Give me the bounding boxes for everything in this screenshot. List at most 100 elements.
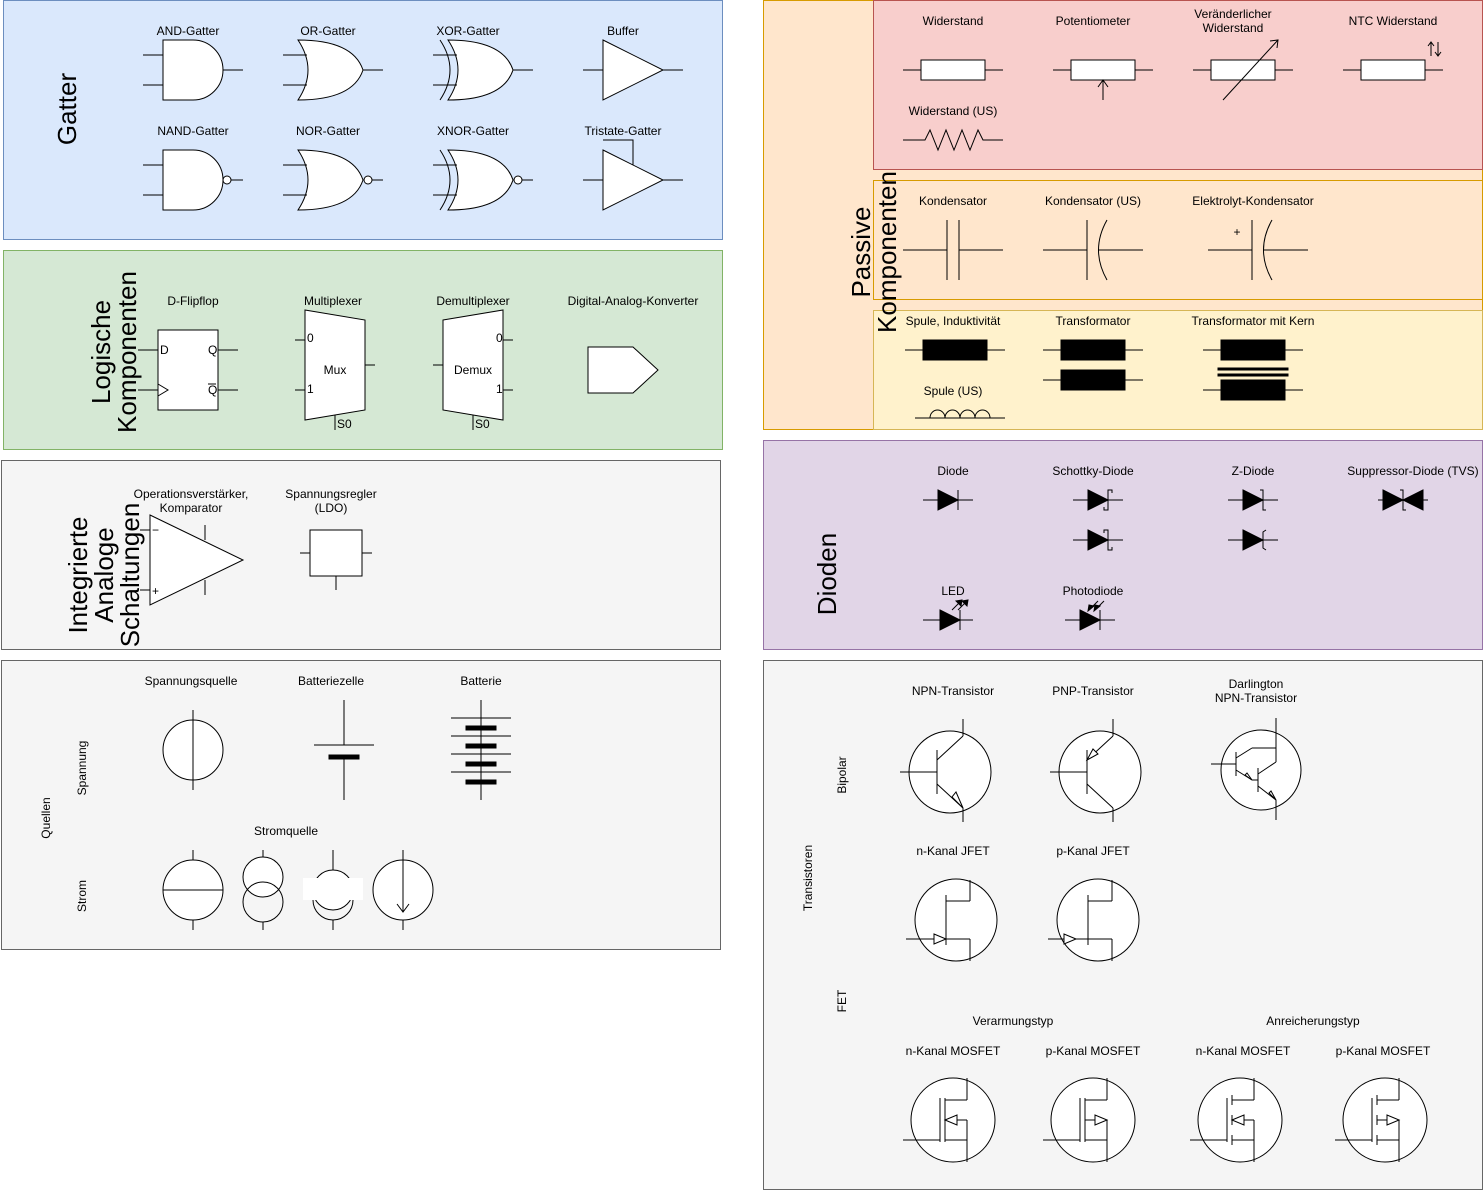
battery-label: Batterie bbox=[460, 674, 502, 688]
tristate-label: Tristate-Gatter bbox=[585, 124, 662, 138]
zener-label: Z-Diode bbox=[1232, 464, 1275, 478]
mux-pin0: 0 bbox=[307, 331, 314, 345]
tristate-symbol bbox=[583, 139, 683, 211]
buffer-label: Buffer bbox=[607, 24, 639, 38]
current-source-symbol-1 bbox=[162, 850, 224, 930]
resistor-us-label: Widerstand (US) bbox=[909, 104, 998, 118]
variable-resistor-label-line2: Widerstand bbox=[1203, 21, 1264, 35]
capacitor-labels: Kondensator Kondensator (US) Elektrolyt-… bbox=[919, 194, 1314, 208]
led-label: LED bbox=[941, 584, 965, 598]
and-gate-label: AND-Gatter bbox=[157, 24, 220, 38]
pjfet-symbol bbox=[1048, 878, 1140, 962]
tvs-label: Suppressor-Diode (TVS) bbox=[1347, 464, 1478, 478]
photodiode-label: Photodiode bbox=[1063, 584, 1124, 598]
darlington-label-line1: Darlington bbox=[1229, 677, 1284, 691]
electrolytic-plus: + bbox=[1233, 225, 1240, 239]
battery-cell-symbol bbox=[314, 700, 374, 800]
ldo-label-line1: Spannungsregler bbox=[285, 487, 376, 501]
opamp-label-line1: Operationsverstärker, bbox=[134, 487, 249, 501]
electrolytic-label: Elektrolyt-Kondensator bbox=[1192, 194, 1313, 208]
current-source-symbol-2 bbox=[242, 850, 284, 930]
demux-symbol: Demux 0 1 S0 bbox=[433, 309, 513, 431]
npn-label: NPN-Transistor bbox=[912, 684, 994, 698]
xnor-gate-symbol bbox=[433, 149, 533, 211]
pin-q-label: Q bbox=[208, 343, 217, 357]
resistor-us-symbol bbox=[903, 128, 1003, 152]
nmos-enhancement-symbol bbox=[1190, 1077, 1283, 1163]
photodiode-symbol bbox=[1065, 600, 1115, 631]
mux-caption: Multiplexer bbox=[304, 294, 362, 308]
schottky-diode-symbol-2 bbox=[1073, 529, 1123, 551]
transistor-titles: Transistoren Bipolar FET bbox=[801, 756, 849, 1012]
inductor-us-symbol bbox=[915, 409, 1005, 419]
panel-sources bbox=[1, 660, 721, 950]
inductor-us-label: Spule (US) bbox=[924, 384, 983, 398]
voltage-source-label: Spannungsquelle bbox=[145, 674, 238, 688]
nmos-depletion-symbol bbox=[903, 1077, 996, 1163]
demux-pin0: 0 bbox=[496, 331, 503, 345]
pmos-enhancement-label: p-Kanal MOSFET bbox=[1336, 1044, 1431, 1058]
resistor-symbol bbox=[903, 59, 1003, 81]
pmos-depletion-symbol bbox=[1043, 1077, 1136, 1163]
zener-diode-symbol-2 bbox=[1228, 529, 1278, 551]
voltage-source-symbol bbox=[162, 710, 224, 790]
capacitor-us-label: Kondensator (US) bbox=[1045, 194, 1141, 208]
transformer-label: Transformator bbox=[1056, 314, 1131, 328]
dac-symbol bbox=[587, 346, 659, 394]
nor-gate-symbol bbox=[283, 149, 383, 211]
ldo-symbol bbox=[300, 529, 372, 590]
tvs-diode-symbol bbox=[1378, 489, 1428, 511]
mux-symbol: Mux 0 1 S0 bbox=[295, 309, 375, 431]
opamp-minus: − bbox=[152, 523, 159, 537]
current-source-symbol-3 bbox=[303, 850, 363, 930]
pmos-depletion-label: p-Kanal MOSFET bbox=[1046, 1044, 1141, 1058]
ntc-resistor-symbol bbox=[1343, 41, 1443, 81]
resistor-label: Widerstand bbox=[923, 14, 984, 28]
inductor-labels: Spule, Induktivität Transformator Transf… bbox=[906, 314, 1315, 398]
opamp-symbol: − + bbox=[140, 514, 245, 606]
capacitor-us-symbol bbox=[1043, 219, 1143, 281]
demux-label: Demux bbox=[454, 363, 492, 377]
xor-gate-symbol bbox=[433, 39, 533, 101]
pmos-enhancement-symbol bbox=[1335, 1077, 1428, 1163]
potentiometer-symbol bbox=[1053, 59, 1153, 100]
panel-diodes bbox=[763, 440, 1483, 650]
nor-gate-label: NOR-Gatter bbox=[296, 124, 360, 138]
diode-label: Diode bbox=[937, 464, 969, 478]
diode-labels: Diode Schottky-Diode Z-Diode Suppressor-… bbox=[937, 464, 1478, 598]
njfet-symbol bbox=[906, 878, 998, 962]
capacitor-label: Kondensator bbox=[919, 194, 987, 208]
depletion-label: Verarmungstyp bbox=[973, 1014, 1054, 1028]
panel-capacitors bbox=[873, 180, 1483, 300]
transformer-symbol bbox=[1043, 339, 1143, 391]
sources-labels: Spannungsquelle Batteriezelle Batterie S… bbox=[145, 674, 502, 838]
transistors-title: Transistoren bbox=[801, 845, 815, 911]
schottky-diode-symbol-1 bbox=[1073, 489, 1123, 511]
npn-transistor-symbol bbox=[900, 719, 992, 822]
darlington-transistor-symbol bbox=[1211, 718, 1302, 820]
mux-pin1: 1 bbox=[307, 382, 314, 396]
zener-diode-symbol-1 bbox=[1228, 489, 1278, 511]
potentiometer-label: Potentiometer bbox=[1056, 14, 1131, 28]
enhancement-label: Anreicherungstyp bbox=[1266, 1014, 1360, 1028]
opamp-label-line2: Komparator bbox=[160, 501, 223, 515]
or-gate-label: OR-Gatter bbox=[300, 24, 355, 38]
panel-inductors bbox=[873, 310, 1483, 430]
electrolytic-capacitor-symbol: + bbox=[1208, 219, 1308, 281]
transformer-core-label: Transformator mit Kern bbox=[1192, 314, 1315, 328]
inductor-symbol bbox=[905, 339, 1005, 361]
cell-label: Batteriezelle bbox=[298, 674, 364, 688]
transistor-labels: NPN-Transistor PNP-Transistor Darlington… bbox=[906, 677, 1431, 1058]
logic-labels: D-Flipflop Multiplexer Demultiplexer Dig… bbox=[167, 294, 698, 308]
pjfet-label: p-Kanal JFET bbox=[1056, 844, 1130, 858]
dflipflop-symbol: D Q Q bbox=[138, 329, 238, 411]
demux-pin-s0: S0 bbox=[475, 417, 490, 431]
dflipflop-label: D-Flipflop bbox=[167, 294, 219, 308]
njfet-label: n-Kanal JFET bbox=[916, 844, 990, 858]
darlington-label-line2: NPN-Transistor bbox=[1215, 691, 1297, 705]
transformer-core-symbol bbox=[1203, 339, 1303, 401]
and-gate-symbol bbox=[143, 39, 243, 101]
sources-title-strom: Strom bbox=[75, 880, 89, 912]
diode-symbol bbox=[923, 489, 973, 511]
